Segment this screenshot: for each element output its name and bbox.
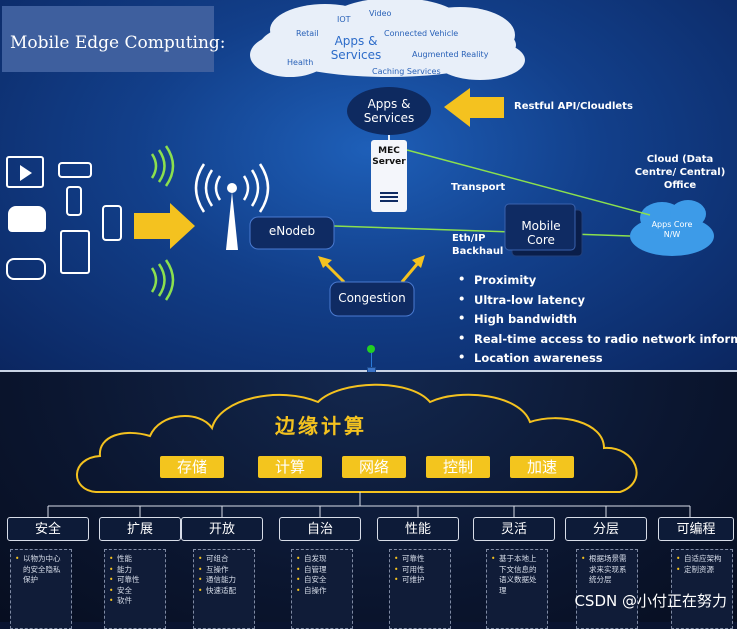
capability-control: 控制	[426, 456, 490, 478]
programmable-details: 自适应架构 定制资源	[671, 549, 733, 629]
performance-details: 可靠性 可用性 可维护	[389, 549, 451, 629]
apps-core-label: Apps Core N/W	[651, 220, 693, 239]
server-disk-icon	[380, 192, 398, 202]
category-openness: 开放	[181, 517, 263, 541]
category-layering: 分层	[565, 517, 647, 541]
capability-compute: 计算	[258, 456, 322, 478]
scalability-detail: 软件	[109, 596, 161, 607]
performance-detail: 可维护	[394, 575, 446, 586]
security-details: 以物为中心的安全隐私保护	[10, 549, 72, 629]
apps-services-node-label: Apps & Services	[363, 97, 415, 125]
enodeb-label: eNodeb	[268, 224, 316, 238]
benefit-item: Real-time access to radio network inform…	[458, 331, 737, 352]
apps-core-cloud	[630, 200, 714, 256]
edge-cloud-graphics	[47, 383, 691, 517]
title-box: Mobile Edge Computing:	[2, 6, 226, 72]
openness-detail: 快速适配	[198, 586, 250, 597]
enodeb-shape	[249, 216, 335, 250]
congestion-shape	[329, 281, 415, 317]
cloud-item-retail: Retail	[296, 29, 319, 38]
apps-services-node-shape	[347, 87, 431, 135]
programmable-detail: 自适应架构	[676, 554, 728, 565]
benefit-item: Proximity	[458, 272, 737, 293]
scalability-detail: 性能	[109, 554, 161, 565]
category-scalability: 扩展	[99, 517, 181, 541]
mobile-core-box	[504, 203, 576, 251]
performance-detail: 可靠性	[394, 554, 446, 565]
cloud-item-health: Health	[287, 58, 314, 67]
autonomy-detail: 自安全	[296, 575, 348, 586]
scalability-detail: 能力	[109, 565, 161, 576]
rotate-handle[interactable]	[367, 345, 375, 353]
benefit-item: High bandwidth	[458, 311, 737, 332]
backhaul-label: Eth/IP Backhaul	[452, 233, 504, 257]
category-security: 安全	[7, 517, 89, 541]
benefits-list: Proximity Ultra-low latency High bandwid…	[458, 272, 737, 371]
cloud-item-caching-services: Caching Services	[372, 67, 441, 76]
openness-details: 可组合 互操作 通信能力 快速适配	[193, 549, 255, 629]
mec-server-label: MEC Server	[371, 140, 407, 212]
mec-diagram-graphics	[134, 0, 714, 317]
antenna-tower-icon	[194, 163, 270, 250]
layering-detail: 根据场景需求来实现系统分层	[581, 554, 633, 586]
mobile-core-label: Mobile Core	[521, 219, 561, 247]
performance-detail: 可用性	[394, 565, 446, 576]
flexibility-details: 基于本地上下文信息的语义数据处理	[486, 549, 548, 629]
cloud-main-label: Apps & Services	[330, 34, 382, 62]
openness-detail: 通信能力	[198, 575, 250, 586]
transport-label: Transport	[451, 182, 506, 193]
transport-line	[406, 149, 651, 216]
csdn-watermark: CSDN @小付正在努力	[574, 592, 727, 610]
car-icon	[8, 206, 46, 232]
autonomy-detail: 自管理	[296, 565, 348, 576]
edge-cloud-outline	[76, 383, 638, 493]
category-flexibility: 灵活	[473, 517, 555, 541]
mec-server-text: MEC Server	[372, 146, 406, 167]
congestion-label: Congestion	[338, 291, 406, 305]
smartphone-icon	[102, 205, 122, 241]
smart-glasses-icon	[58, 162, 92, 178]
apps-services-cloud	[250, 0, 525, 80]
programmable-detail: 定制资源	[676, 565, 728, 576]
cloud-item-connected-vehicle: Connected Vehicle	[384, 29, 459, 38]
security-detail: 以物为中心的安全隐私保护	[15, 554, 67, 586]
cloud-item-iot: IOT	[337, 15, 351, 24]
category-programmable: 可编程	[658, 517, 734, 541]
scalability-details: 性能 能力 可靠性 安全 软件	[104, 549, 166, 629]
autonomy-detail: 自操作	[296, 586, 348, 597]
category-connectors	[47, 492, 691, 517]
flexibility-detail: 基于本地上下文信息的语义数据处理	[491, 554, 543, 596]
edge-computing-title: 边缘计算	[275, 414, 367, 438]
openness-detail: 互操作	[198, 565, 250, 576]
tablet-icon	[60, 230, 90, 274]
capability-acceleration: 加速	[510, 456, 574, 478]
video-player-icon	[6, 156, 44, 188]
smartwatch-icon	[66, 186, 82, 216]
cloud-item-augmented-reality: Augmented Reality	[412, 50, 489, 59]
layering-details: 根据场景需求来实现系统分层	[576, 549, 638, 629]
capability-storage: 存储	[160, 456, 224, 478]
rotate-handle-line	[371, 350, 372, 372]
congestion-arrows	[318, 255, 425, 284]
cloud-office-label: Cloud (Data Centre/ Central) Office	[634, 154, 726, 191]
capability-network: 网络	[342, 456, 406, 478]
devices-arrow	[134, 203, 195, 249]
benefit-item: Location awareness	[458, 350, 737, 371]
signal-icon	[150, 145, 175, 301]
category-performance: 性能	[377, 517, 459, 541]
slide-title: Mobile Edge Computing:	[10, 33, 226, 53]
restful-arrow	[444, 88, 504, 127]
autonomy-details: 自发现 自管理 自安全 自操作	[291, 549, 353, 629]
category-autonomy: 自治	[279, 517, 361, 541]
scalability-detail: 可靠性	[109, 575, 161, 586]
autonomy-detail: 自发现	[296, 554, 348, 565]
openness-detail: 可组合	[198, 554, 250, 565]
scalability-detail: 安全	[109, 586, 161, 597]
cloud-item-video: Video	[369, 9, 392, 18]
benefit-item: Ultra-low latency	[458, 292, 737, 313]
mec-slide: Mobile Edge Computing: Apps & Services I…	[0, 0, 737, 372]
restful-label: Restful API/Cloudlets	[514, 101, 633, 112]
game-console-icon	[6, 258, 46, 280]
